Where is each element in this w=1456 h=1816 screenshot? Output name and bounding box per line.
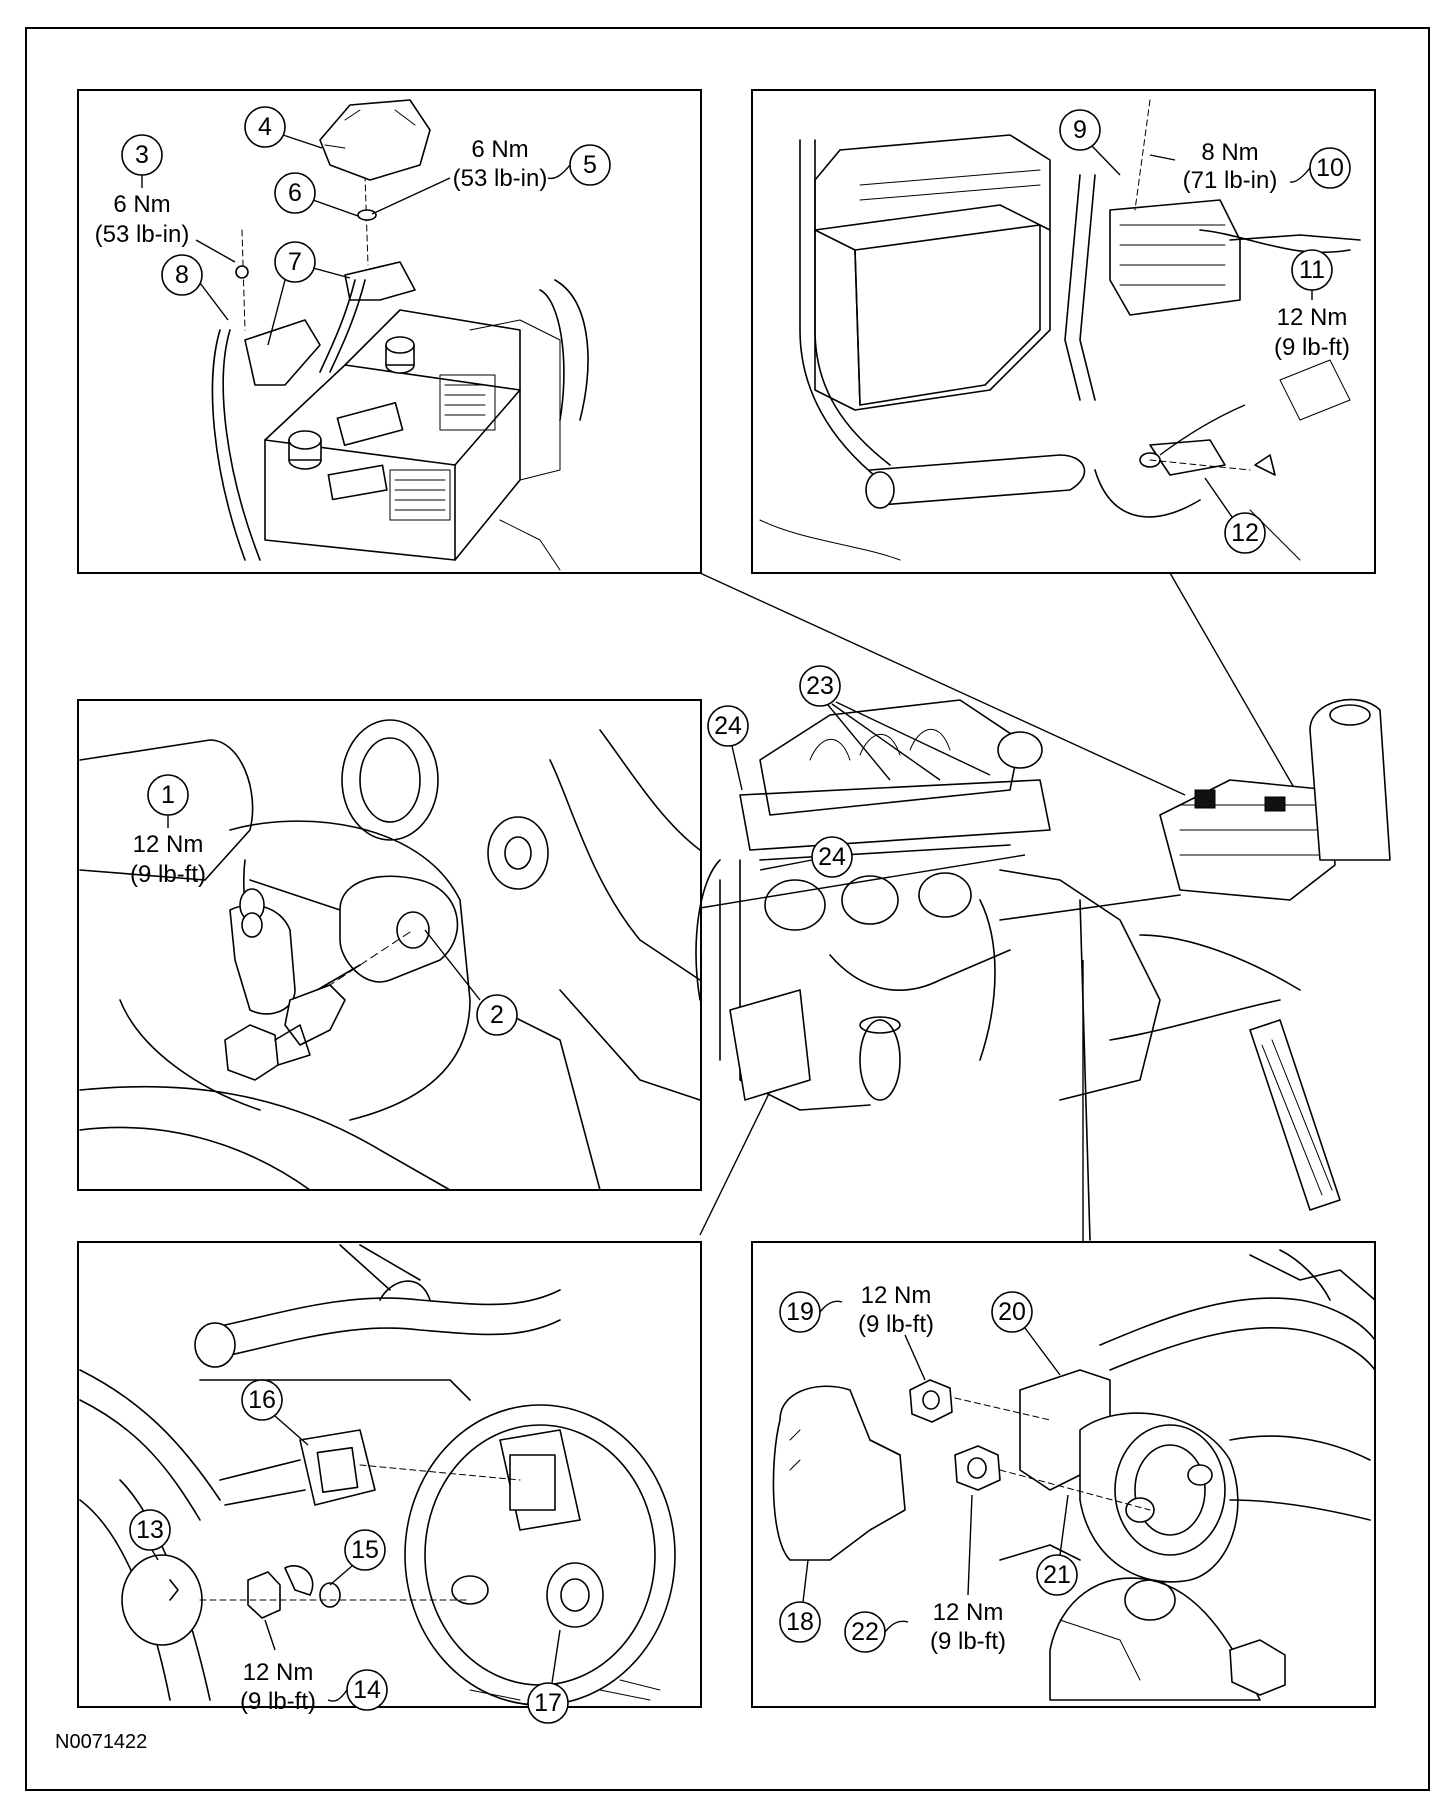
svg-text:17: 17 [534, 1689, 562, 1717]
callout-11: 11 [1159, 249, 1333, 456]
svg-text:19: 19 [786, 1298, 814, 1326]
torque-label-14: 12 Nm (9 lb-ft) [240, 1659, 316, 1715]
panel-fuse-box [751, 89, 1376, 574]
callout-22: 22 [844, 1494, 973, 1653]
svg-text:6: 6 [288, 179, 302, 207]
callout-5: 5 [371, 144, 611, 215]
callout-1: 1 [147, 774, 189, 828]
svg-text:12 Nm: 12 Nm [243, 1659, 314, 1686]
svg-text:(53 lb-in): (53 lb-in) [453, 165, 548, 192]
svg-text:8 Nm: 8 Nm [1201, 139, 1258, 166]
torque-label-5: 6 Nm (53 lb-in) [453, 136, 548, 192]
svg-text:12 Nm: 12 Nm [1277, 304, 1348, 331]
svg-text:12 Nm: 12 Nm [133, 831, 204, 858]
svg-text:24: 24 [714, 712, 742, 740]
callout-4: 4 [244, 106, 323, 149]
svg-text:20: 20 [998, 1298, 1026, 1326]
callout-10: 10 [1149, 147, 1351, 189]
svg-text:3: 3 [135, 141, 149, 169]
svg-text:14: 14 [353, 1676, 381, 1704]
svg-text:2: 2 [490, 1001, 504, 1029]
callout-6: 6 [274, 172, 359, 217]
torque-label-11: 12 Nm (9 lb-ft) [1274, 304, 1350, 361]
svg-text:(9 lb-ft): (9 lb-ft) [930, 1628, 1006, 1655]
panel-ground-bolt [77, 699, 702, 1191]
svg-text:24: 24 [818, 843, 846, 871]
torque-label-1: 12 Nm (9 lb-ft) [130, 831, 206, 888]
svg-text:12 Nm: 12 Nm [861, 1282, 932, 1309]
svg-text:6 Nm: 6 Nm [471, 136, 528, 163]
figure-id: N0071422 [55, 1731, 147, 1753]
svg-text:12: 12 [1231, 519, 1259, 547]
callout-15: 15 [329, 1529, 386, 1586]
torque-label-22: 12 Nm (9 lb-ft) [930, 1599, 1006, 1655]
callout-13: 13 [129, 1509, 171, 1561]
callout-18: 18 [779, 1559, 821, 1643]
svg-text:(9 lb-ft): (9 lb-ft) [1274, 334, 1350, 361]
callout-19: 19 [779, 1291, 926, 1381]
panel-starter [77, 1241, 702, 1708]
callout-8: 8 [161, 254, 229, 321]
callout-24-lower: 24 [759, 836, 853, 878]
callout-14: 14 [264, 1619, 388, 1711]
panel-leader-lines [699, 572, 1331, 1242]
svg-text:5: 5 [583, 151, 597, 179]
callout-12: 12 [1204, 477, 1266, 554]
callout-20: 20 [991, 1291, 1061, 1376]
svg-text:15: 15 [351, 1536, 379, 1564]
torque-label-10: 8 Nm (71 lb-in) [1183, 139, 1278, 194]
svg-text:21: 21 [1043, 1561, 1071, 1589]
engine-assembly [695, 698, 1391, 1241]
svg-text:(71 lb-in): (71 lb-in) [1183, 167, 1278, 194]
callout-16: 16 [241, 1379, 309, 1446]
callout-23: 23 [799, 665, 991, 781]
callout-2: 2 [424, 929, 518, 1036]
svg-text:4: 4 [258, 113, 272, 141]
callout-24-upper: 24 [707, 705, 749, 791]
svg-text:10: 10 [1316, 154, 1344, 182]
torque-value-imperial: (9 lb-ft) [130, 861, 206, 888]
svg-text:(53 lb-in): (53 lb-in) [95, 221, 190, 248]
svg-text:16: 16 [248, 1386, 276, 1414]
callout-17: 17 [527, 1629, 569, 1724]
svg-text:(9 lb-ft): (9 lb-ft) [858, 1311, 934, 1338]
svg-text:(9 lb-ft): (9 lb-ft) [130, 861, 206, 888]
svg-text:12 Nm: 12 Nm [933, 1599, 1004, 1626]
svg-text:(9 lb-ft): (9 lb-ft) [240, 1688, 316, 1715]
svg-text:13: 13 [136, 1516, 164, 1544]
svg-text:6 Nm: 6 Nm [113, 191, 170, 218]
panel-battery-terminals [77, 89, 702, 574]
outer-frame [25, 27, 1430, 1791]
callout-21: 21 [1036, 1494, 1078, 1596]
callout-9: 9 [1059, 109, 1121, 176]
torque-label-3: 6 Nm (53 lb-in) [95, 191, 190, 248]
torque-label-19: 12 Nm (9 lb-ft) [858, 1282, 934, 1338]
callout-7: 7 [267, 241, 351, 346]
svg-text:18: 18 [786, 1608, 814, 1636]
svg-text:7: 7 [288, 248, 302, 276]
svg-text:9: 9 [1073, 116, 1087, 144]
svg-text:1: 1 [161, 781, 175, 809]
svg-text:22: 22 [851, 1618, 879, 1646]
svg-text:23: 23 [806, 672, 834, 700]
svg-text:8: 8 [175, 261, 189, 289]
torque-value: 12 Nm [133, 831, 204, 858]
svg-text:11: 11 [1299, 256, 1325, 284]
callout-3: 3 [121, 134, 236, 263]
